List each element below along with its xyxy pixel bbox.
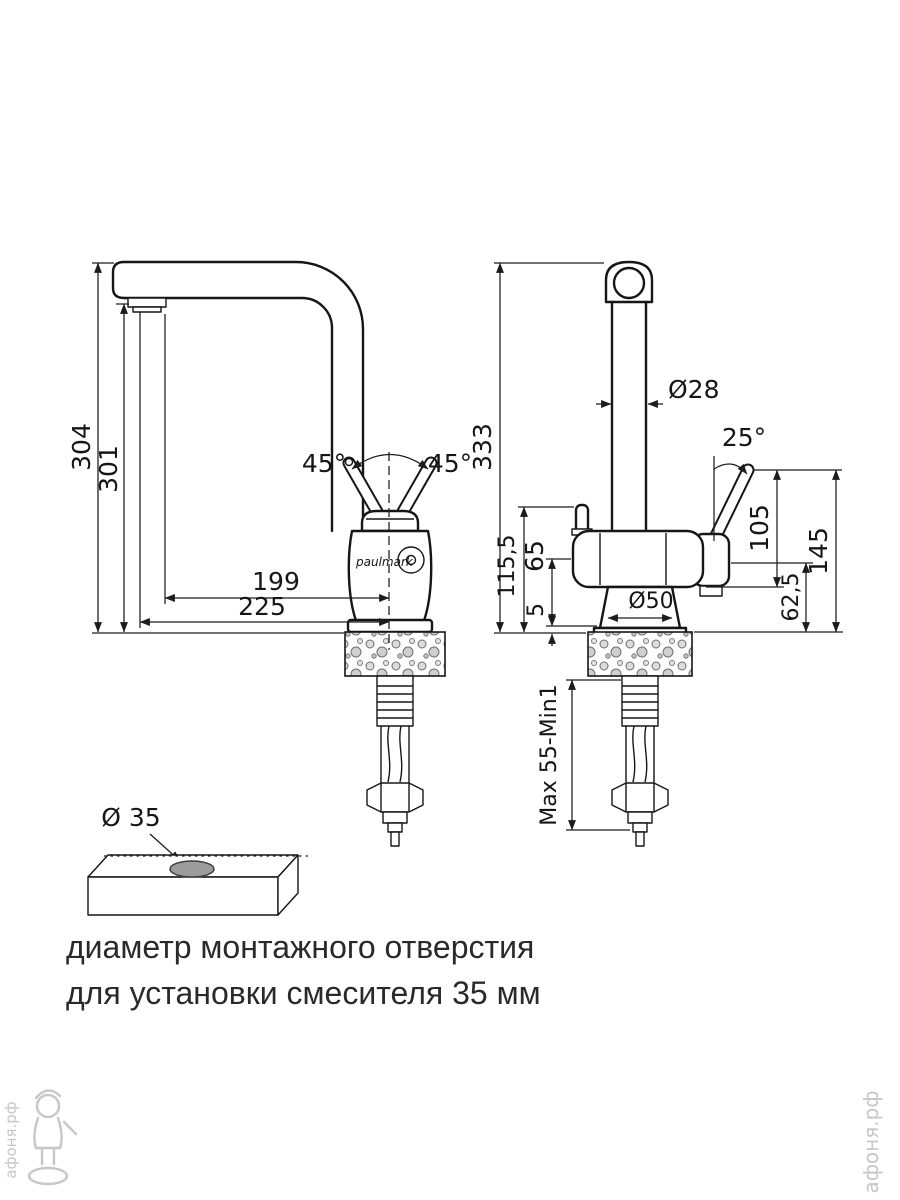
countertop-side-face	[277, 854, 299, 916]
dim-115-5: 115,5	[495, 506, 574, 633]
dim-handle-angles: 45° 45°	[302, 449, 472, 478]
faucet-body-side	[347, 529, 433, 630]
angle-25-label: 25°	[722, 423, 766, 452]
dim-65: 65	[520, 540, 597, 627]
front-view-faucet-outline	[571, 260, 755, 847]
mounting-hole	[169, 860, 215, 878]
countertop-section-front	[587, 631, 693, 677]
dim-105-label: 105	[745, 504, 774, 552]
watermark-right: афоня.рф	[859, 1091, 883, 1194]
caption-line-1: диаметр монтажного отверстия	[66, 929, 534, 965]
watermark-right-text: афоня.рф	[859, 1091, 883, 1194]
dim-handle-105: 105	[706, 469, 842, 588]
hole-diameter-label: Ø 35	[101, 803, 160, 832]
countertop-front-face	[87, 876, 279, 916]
dim-diameter-50: Ø50	[607, 589, 674, 622]
dim-reach-225: 225	[139, 312, 390, 628]
plumber-mascot-icon	[27, 1089, 78, 1186]
dim-333-label: 333	[468, 423, 497, 471]
mounting-nut-side	[366, 782, 424, 813]
dim-304-label: 304	[67, 423, 96, 471]
mounting-nut-front	[611, 782, 669, 813]
countertop-section-side	[344, 631, 446, 677]
dim-115-5-label: 115,5	[495, 535, 520, 598]
dim-62-5-label: 62,5	[779, 573, 804, 622]
dim-reach-199: 199	[164, 314, 390, 604]
dim-199-label: 199	[252, 567, 300, 596]
dim-65-label: 65	[520, 540, 549, 572]
side-view-shank	[366, 675, 424, 847]
watermark-left: афоня.рф	[2, 1089, 78, 1186]
dim-height-304: 304	[67, 262, 344, 634]
side-view: paulmark	[67, 260, 472, 847]
spray-outlet	[699, 585, 723, 597]
caption-line-2: для установки смесителя 35 мм	[66, 975, 541, 1011]
spout-tube-circle	[612, 266, 646, 300]
dim-5: 5	[524, 603, 556, 646]
dim-angle-25: 25°	[713, 423, 766, 541]
aerator	[127, 297, 167, 308]
watermark-left-text: афоня.рф	[2, 1101, 20, 1178]
dim-height-333: 333	[468, 262, 604, 634]
angle-45-left-label: 45°	[302, 449, 346, 478]
dim-max55-min1-label: Max 55-Min1	[537, 684, 562, 825]
dim-d28-label: Ø28	[668, 375, 720, 404]
faucet-body-front	[571, 529, 705, 589]
mounting-hole-diagram: Ø 35	[87, 803, 310, 916]
brand-logo-text: paulmark	[355, 555, 414, 569]
brand-logo-icon	[397, 546, 425, 574]
front-view: 333 Ø28 25° 105 145 62,5	[468, 260, 843, 847]
dim-diameter-28: Ø28	[596, 375, 720, 408]
dim-5-label: 5	[524, 603, 549, 617]
front-view-shank	[611, 675, 669, 847]
side-view-faucet-outline: paulmark	[111, 260, 446, 847]
dim-145-label: 145	[804, 527, 833, 575]
angle-45-right-label: 45°	[428, 449, 472, 478]
dim-height-301: 301	[94, 303, 129, 633]
caption: диаметр монтажного отверстия для установ…	[66, 929, 541, 1011]
handle-pivot	[360, 509, 420, 533]
dim-225-label: 225	[238, 592, 286, 621]
dim-d50-label: Ø50	[628, 589, 673, 614]
dim-mounting-range: Max 55-Min1	[537, 679, 630, 831]
dim-62-5: 62,5	[731, 562, 813, 633]
handle-lever-front	[706, 463, 755, 549]
dim-301-label: 301	[94, 445, 123, 493]
